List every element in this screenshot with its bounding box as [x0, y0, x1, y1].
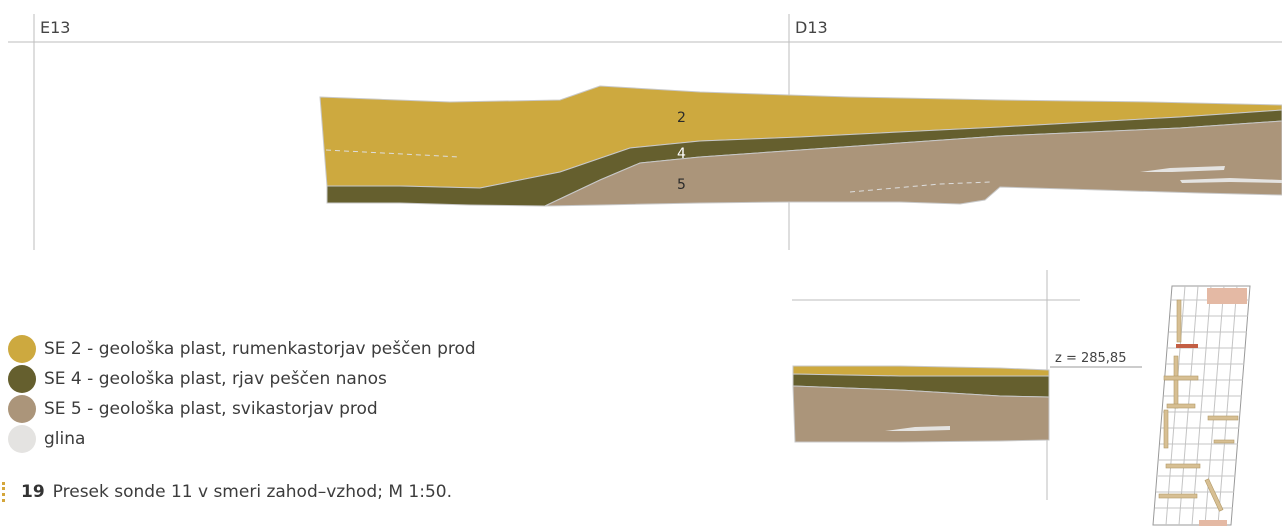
legend-swatch-glina: [8, 425, 36, 453]
legend-item-se2: SE 2 - geološka plast, rumenkastorjav pe…: [8, 334, 476, 364]
figure-number: 19: [21, 482, 45, 502]
legend-swatch-se4: [8, 365, 36, 393]
grid-label-d13: D13: [795, 18, 828, 37]
layer-se5: [544, 120, 1282, 207]
legend-swatch-se2: [8, 335, 36, 363]
layer-label-2: 2: [677, 110, 686, 126]
legend: SE 2 - geološka plast, rumenkastorjav pe…: [8, 334, 476, 454]
legend-label-se4: SE 4 - geološka plast, rjav peščen nanos: [44, 369, 387, 389]
caption-text: Presek sonde 11 v smeri zahod–vzhod; M 1…: [52, 482, 452, 502]
legend-swatch-se5: [8, 395, 36, 423]
legend-item-se5: SE 5 - geološka plast, svikastorjav prod: [8, 394, 476, 424]
figure-caption: 19 Presek sonde 11 v smeri zahod–vzhod; …: [2, 482, 452, 502]
site-plan: [1152, 285, 1251, 526]
dashed-boundary-right: [849, 181, 991, 193]
inset-layer-se5: [792, 385, 1050, 443]
legend-label-se2: SE 2 - geološka plast, rumenkastorjav pe…: [44, 339, 476, 359]
legend-item-glina: glina: [8, 424, 476, 454]
legend-item-se4: SE 4 - geološka plast, rjav peščen nanos: [8, 364, 476, 394]
dashed-boundary-left: [325, 149, 461, 158]
elevation-label: z = 285,85: [1055, 351, 1126, 366]
inset-clay-lens: [885, 426, 950, 431]
clay-lens: [1180, 178, 1282, 183]
grid-label-e13: E13: [40, 18, 70, 37]
legend-label-glina: glina: [44, 429, 86, 449]
layer-label-4: 4: [677, 146, 686, 162]
clay-lens: [1140, 166, 1225, 172]
layer-label-5: 5: [677, 177, 686, 193]
legend-label-se5: SE 5 - geološka plast, svikastorjav prod: [44, 399, 378, 419]
caption-marker: [2, 482, 13, 502]
